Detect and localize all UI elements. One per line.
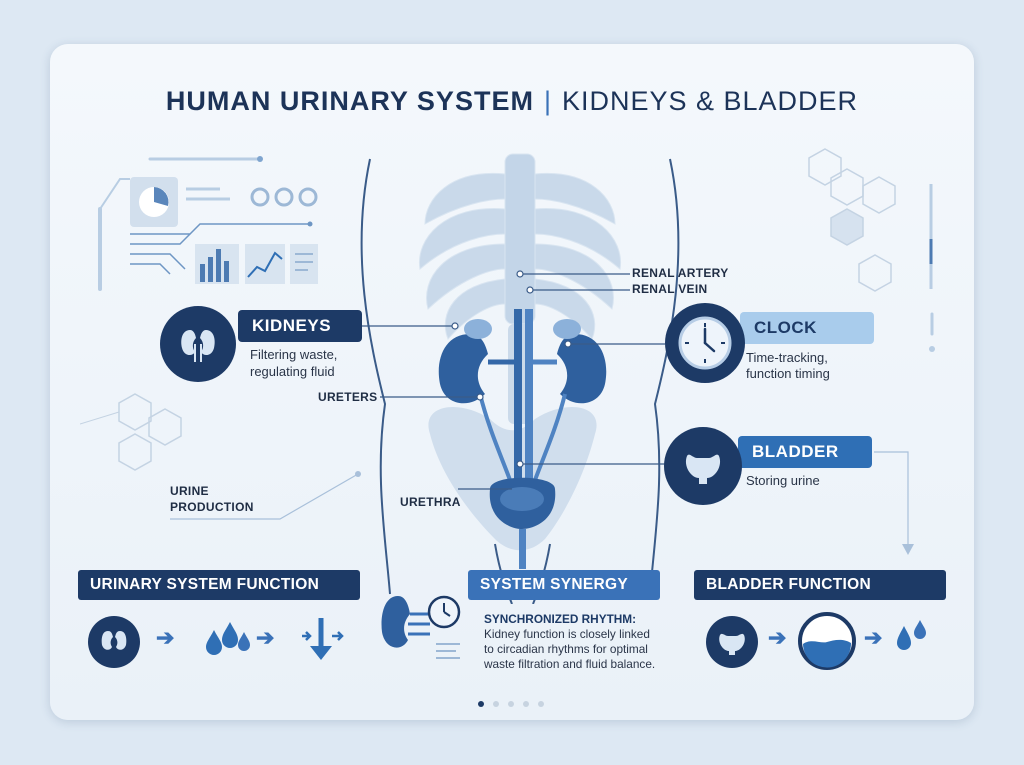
clock-label: CLOCK <box>740 312 874 344</box>
synergy-description: SYNCHRONIZED RHYTHM: Kidney function is … <box>484 612 704 672</box>
water-drops-icon <box>897 620 926 650</box>
urinary-function-header: URINARY SYSTEM FUNCTION <box>78 570 360 600</box>
kidney-icon <box>181 330 215 362</box>
down-arrow-icon <box>302 618 344 660</box>
clock-icon <box>678 316 732 370</box>
kidneys-desc-2: regulating fluid <box>250 364 335 379</box>
synergy-line-3: waste filtration and fluid balance. <box>484 657 656 671</box>
pagination-dot-3[interactable] <box>508 701 514 707</box>
urine-production-label-1: URINE <box>170 484 209 498</box>
pagination-dot-1[interactable] <box>478 701 484 707</box>
flow-arrow-icon: ➔ <box>256 625 275 650</box>
ureters-label: URETERS <box>318 390 378 404</box>
bladder-desc-1: Storing urine <box>746 473 820 488</box>
flow-arrow-icon: ➔ <box>768 625 787 650</box>
renal-artery-label: RENAL ARTERY <box>632 266 729 280</box>
flow-arrow-icon: ➔ <box>156 625 175 650</box>
hexagon-decoration-right <box>808 148 933 292</box>
infographic-card: HUMAN URINARY SYSTEM | KIDNEYS & BLADDER <box>50 44 974 720</box>
pagination-dot-4[interactable] <box>523 701 529 707</box>
flow-arrow-icon: ➔ <box>864 625 883 650</box>
urine-production-label-2: PRODUCTION <box>170 500 254 514</box>
clock-desc-1: Time-tracking, <box>746 350 828 365</box>
bladder-flow-circle <box>706 616 758 668</box>
kidney-clock-icon <box>381 595 461 659</box>
water-drops-icon <box>206 622 250 655</box>
urethra-label: URETHRA <box>400 495 461 509</box>
title-subtitle: KIDNEYS & BLADDER <box>561 86 859 116</box>
hexagon-decoration-left <box>80 393 182 471</box>
bladder-label: BLADDER <box>738 436 872 468</box>
pagination-dot-2[interactable] <box>493 701 499 707</box>
anatomy-diagram <box>360 153 680 604</box>
kidneys-desc-1: Filtering waste, <box>250 347 338 362</box>
gauge-icon <box>798 612 856 670</box>
synergy-line-2: to circadian rhythms for optimal <box>484 642 648 656</box>
bladder-icon <box>685 454 721 484</box>
kidneys-label: KIDNEYS <box>238 310 362 342</box>
kidneys-icon-circle <box>160 306 236 382</box>
clock-desc-2: function timing <box>746 366 830 381</box>
bladder-icon-circle <box>664 427 742 505</box>
title-separator: | <box>543 86 552 116</box>
synergy-line-1: Kidney function is closely linked <box>484 627 650 641</box>
bladder-function-header: BLADDER FUNCTION <box>694 570 946 600</box>
renal-vein-label: RENAL VEIN <box>632 282 708 296</box>
kidney-icon <box>101 631 127 650</box>
page-title: HUMAN URINARY SYSTEM | KIDNEYS & BLADDER <box>50 86 974 117</box>
bladder-icon <box>719 633 745 655</box>
title-bold: HUMAN URINARY SYSTEM <box>165 86 534 116</box>
system-synergy-header: SYSTEM SYNERGY <box>468 570 660 600</box>
clock-icon-circle <box>665 303 745 383</box>
connector-lines <box>170 270 935 555</box>
urinary-flow-kidney-circle <box>88 616 140 668</box>
synergy-heading: SYNCHRONIZED RHYTHM: <box>484 612 637 626</box>
circuit-dashboard-graphic <box>98 156 318 291</box>
pagination-dot-5[interactable] <box>538 701 544 707</box>
